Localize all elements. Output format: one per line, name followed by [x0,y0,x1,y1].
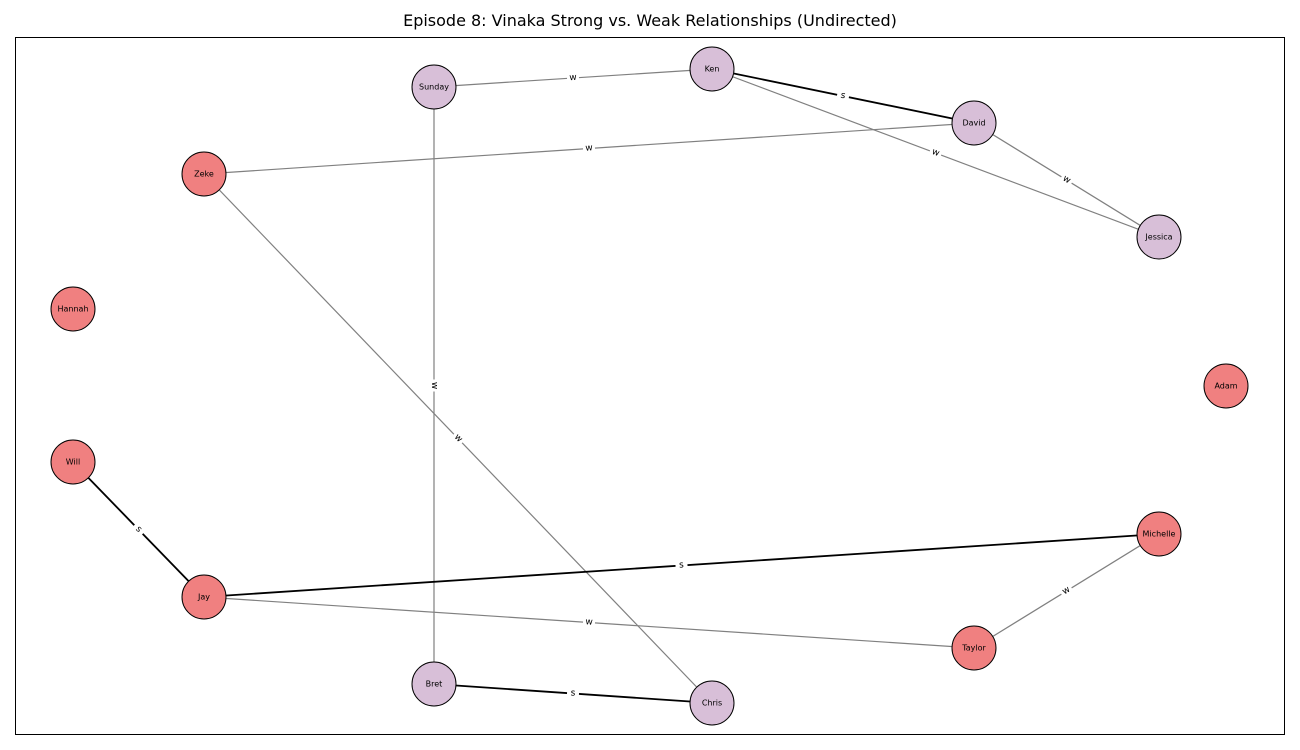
node-adam: Adam [1203,363,1249,409]
node-circle-chris [689,680,735,726]
node-circle-jessica [1136,214,1182,260]
edge-label-text: w [1061,174,1073,186]
edge-label-ken-david: s [835,88,851,104]
node-jessica: Jessica [1136,214,1182,260]
node-hannah: Hannah [50,286,96,332]
edges-layer [72,68,1160,704]
edge-label-zeke-david: w [582,142,596,155]
node-label-jay: Jay [197,593,210,602]
node-label-michelle: Michelle [1143,530,1176,539]
node-circle-david [951,100,997,146]
edge-label-text: w [585,617,593,627]
node-taylor: Taylor [951,625,997,671]
edge-label-david-jessica: w [1058,171,1075,189]
edge-label-background [566,71,580,85]
edge-label-background [582,616,596,629]
node-label-taylor: Taylor [961,644,986,653]
plot-frame [15,37,1285,735]
edge-label-background [582,142,596,155]
edge-label-text: w [569,73,577,83]
node-zeke: Zeke [181,151,227,197]
node-jay: Jay [181,574,227,620]
node-label-bret: Bret [426,680,443,689]
node-bret: Bret [411,661,457,707]
edge-label-zeke-chris: w [449,430,467,447]
node-label-will: Will [66,458,80,467]
edge-label-michelle-taylor: w [1058,582,1075,600]
node-circle-jay [181,574,227,620]
node-label-jessica: Jessica [1144,233,1172,242]
edge-label-text: w [1061,585,1073,597]
edge-label-jay-taylor: w [582,616,596,629]
node-label-chris: Chris [702,699,722,708]
diagram-title: Episode 8: Vinaka Strong vs. Weak Relati… [403,11,897,30]
node-michelle: Michelle [1136,511,1182,557]
edge-label-background [1058,582,1075,600]
edge-label-text: w [585,143,593,153]
edge-label-background [1058,171,1075,189]
edge-label-background [675,559,688,572]
node-circle-bret [411,661,457,707]
node-sunday: Sunday [411,64,457,110]
node-label-hannah: Hannah [57,305,88,314]
edge-label-text: s [840,91,847,102]
edge-label-background [449,430,467,447]
node-label-david: David [962,119,985,128]
edge-label-text: s [679,560,685,570]
node-label-ken: Ken [705,65,720,74]
edge-label-text: w [930,147,940,159]
node-circle-sunday [411,64,457,110]
node-circle-michelle [1136,511,1182,557]
node-circle-zeke [181,151,227,197]
node-will: Will [50,439,96,485]
node-label-zeke: Zeke [194,170,214,179]
edge-label-sunday-bret: w [428,379,440,392]
edge-label-background [566,687,580,700]
edge-label-background [835,88,851,104]
node-ken: Ken [689,46,735,92]
edge-label-text: s [133,524,144,535]
edge-label-will-jay: s [130,521,147,538]
edge-label-jay-michelle: s [675,559,688,572]
node-label-adam: Adam [1214,382,1237,391]
node-chris: Chris [689,680,735,726]
nodes-layer: KenSundayDavidZekeJessicaHannahAdamWillM… [50,46,1249,726]
node-circle-hannah [50,286,96,332]
edge-label-bret-chris: s [566,687,580,700]
node-circle-will [50,439,96,485]
node-circle-ken [689,46,735,92]
edge-label-background [130,521,147,538]
node-circle-taylor [951,625,997,671]
edge-label-background [428,379,440,392]
edge-label-ken-jessica: w [927,145,944,161]
node-circle-adam [1203,363,1249,409]
node-label-sunday: Sunday [419,83,449,92]
edge-label-text: s [570,688,576,698]
edge-label-sunday-ken: w [566,71,580,85]
edge-label-text: w [429,382,439,389]
edge-labels-layer: w s w w w w w s s w w s [130,71,1075,700]
edge-label-background [927,145,944,161]
node-david: David [951,100,997,146]
